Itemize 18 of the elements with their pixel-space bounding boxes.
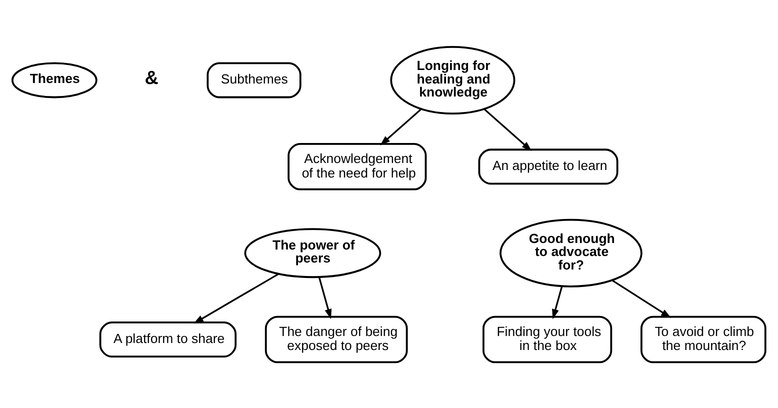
node-box: An appetite to learn	[478, 148, 618, 184]
node-ellipse: The power of peers	[244, 228, 382, 278]
arrow	[612, 279, 672, 318]
arrow	[193, 272, 279, 324]
node-box: The danger of being exposed to peers	[264, 315, 408, 363]
arrow	[318, 276, 332, 319]
arrow	[552, 286, 563, 319]
label: &	[144, 68, 158, 89]
node-ellipse: Longing for healing and knowledge	[390, 45, 516, 114]
node-ellipse: Good enough to advocate for?	[500, 218, 642, 287]
node-ellipse: Themes	[12, 62, 98, 98]
node-box: Acknowledgement of the need for help	[288, 142, 427, 190]
node-box: Subthemes	[206, 62, 302, 98]
node-box: To avoid or climb the mountain?	[640, 315, 766, 363]
node-box: A platform to share	[99, 321, 237, 357]
arrow	[484, 108, 532, 151]
node-box: Finding your tools in the box	[482, 315, 612, 363]
arrow	[380, 108, 422, 145]
